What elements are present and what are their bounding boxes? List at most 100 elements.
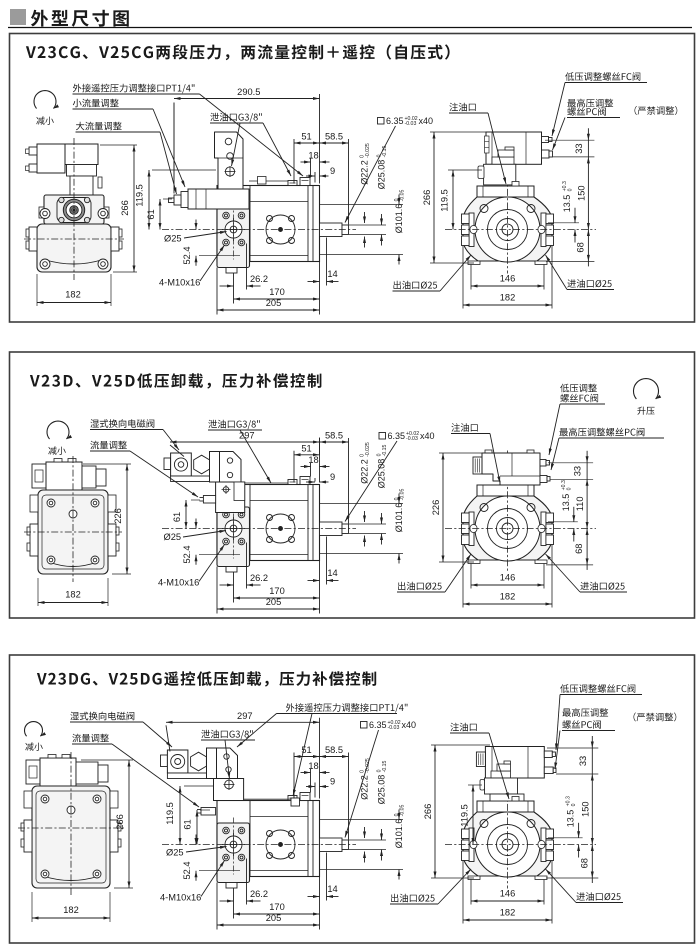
svg-text:9: 9 (330, 472, 335, 482)
svg-text:150: 150 (580, 801, 590, 817)
svg-text:26.2: 26.2 (250, 573, 268, 583)
svg-text:+0.02: +0.02 (388, 720, 401, 726)
svg-text:-0.025: -0.025 (365, 442, 371, 457)
svg-text:Ø101.6: Ø101.6 (394, 819, 404, 849)
svg-text:6.35: 6.35 (388, 431, 406, 441)
svg-text:-0.03: -0.03 (405, 121, 417, 127)
svg-text:0: 0 (394, 813, 400, 816)
svg-text:52.4: 52.4 (182, 545, 192, 563)
svg-text:0: 0 (377, 769, 383, 772)
svg-text:61: 61 (183, 819, 193, 829)
svg-text:182: 182 (500, 908, 516, 918)
svg-text:4-M10x16: 4-M10x16 (158, 578, 199, 588)
svg-text:58.5: 58.5 (325, 431, 343, 441)
svg-text:205: 205 (266, 913, 282, 923)
svg-text:119.5: 119.5 (460, 804, 470, 827)
svg-text:170: 170 (269, 902, 285, 912)
svg-text:146: 146 (500, 573, 516, 583)
svg-text:182: 182 (63, 905, 79, 915)
svg-text:205: 205 (266, 298, 282, 308)
svg-text:226: 226 (113, 508, 123, 524)
svg-text:-0.03: -0.03 (388, 725, 400, 731)
svg-text:Ø22.2: Ø22.2 (360, 459, 370, 484)
svg-text:266: 266 (115, 814, 125, 830)
svg-text:52.4: 52.4 (182, 246, 192, 264)
svg-text:13.5: 13.5 (562, 195, 572, 213)
svg-text:0: 0 (394, 497, 400, 500)
svg-text:297: 297 (237, 711, 253, 721)
svg-text:-0.15: -0.15 (382, 444, 388, 456)
svg-text:4-M10x16: 4-M10x16 (159, 278, 200, 288)
svg-text:51: 51 (301, 745, 311, 755)
svg-text:-0.05: -0.05 (400, 804, 406, 816)
svg-text:-0.05: -0.05 (400, 189, 406, 201)
svg-text:14: 14 (327, 884, 337, 894)
svg-text:+0.3: +0.3 (562, 181, 568, 191)
svg-text:x40: x40 (402, 720, 417, 730)
svg-text:14: 14 (327, 568, 337, 578)
svg-text:0: 0 (360, 454, 366, 457)
svg-text:33: 33 (573, 466, 583, 476)
svg-text:+0.02: +0.02 (406, 431, 419, 437)
svg-text:119.5: 119.5 (165, 802, 175, 825)
svg-text:-0.05: -0.05 (400, 488, 406, 500)
svg-text:68: 68 (575, 242, 585, 252)
svg-text:-0.03: -0.03 (406, 436, 418, 442)
svg-text:x40: x40 (420, 431, 435, 441)
svg-text:Ø25.08: Ø25.08 (377, 160, 387, 190)
svg-text:182: 182 (65, 590, 81, 600)
svg-text:170: 170 (269, 287, 285, 297)
svg-text:266: 266 (120, 200, 130, 216)
svg-text:0: 0 (566, 487, 572, 490)
svg-text:Ø25: Ø25 (166, 848, 184, 858)
svg-text:33: 33 (578, 756, 588, 766)
svg-text:51: 51 (301, 132, 311, 142)
svg-text:x40: x40 (419, 116, 434, 126)
svg-text:Ø22.2: Ø22.2 (360, 775, 370, 800)
svg-text:18: 18 (308, 761, 318, 771)
svg-text:58.5: 58.5 (325, 132, 343, 142)
svg-text:Ø101.6: Ø101.6 (394, 204, 404, 234)
svg-text:13.5: 13.5 (566, 810, 576, 828)
svg-text:4-M10x16: 4-M10x16 (160, 893, 201, 903)
svg-text:Ø25.08: Ø25.08 (377, 775, 387, 805)
svg-text:Ø25.08: Ø25.08 (377, 459, 387, 489)
svg-text:68: 68 (574, 544, 584, 554)
svg-text:51: 51 (301, 443, 311, 453)
svg-text:297: 297 (239, 431, 255, 441)
svg-text:18: 18 (308, 151, 318, 161)
svg-text:119.5: 119.5 (440, 189, 450, 212)
svg-text:266: 266 (423, 804, 433, 820)
svg-text:182: 182 (65, 290, 81, 300)
svg-text:Ø22.2: Ø22.2 (360, 160, 370, 185)
svg-text:Ø25: Ø25 (164, 532, 182, 542)
svg-text:150: 150 (576, 185, 586, 201)
svg-text:146: 146 (500, 274, 516, 284)
svg-text:-0.025: -0.025 (365, 758, 371, 773)
svg-text:+0.02: +0.02 (405, 116, 418, 122)
svg-text:170: 170 (269, 586, 285, 596)
svg-text:14: 14 (327, 269, 337, 279)
svg-text:-0.15: -0.15 (382, 760, 388, 772)
svg-text:-0.15: -0.15 (382, 145, 388, 157)
svg-text:0: 0 (360, 770, 366, 773)
svg-text:6.35: 6.35 (369, 720, 387, 730)
svg-text:205: 205 (266, 597, 282, 607)
svg-text:182: 182 (500, 293, 516, 303)
svg-text:33: 33 (574, 143, 584, 153)
svg-text:0: 0 (360, 155, 366, 158)
svg-text:61: 61 (146, 209, 156, 219)
svg-text:26.2: 26.2 (250, 889, 268, 899)
svg-text:58.5: 58.5 (325, 745, 343, 755)
svg-text:+0.3: +0.3 (561, 480, 567, 490)
svg-text:0: 0 (571, 803, 577, 806)
svg-text:182: 182 (500, 592, 516, 602)
svg-text:26.2: 26.2 (250, 274, 268, 284)
svg-text:Ø25: Ø25 (164, 234, 182, 244)
svg-text:0: 0 (568, 188, 574, 191)
svg-text:61: 61 (172, 512, 182, 522)
svg-text:146: 146 (500, 889, 516, 899)
svg-text:6.35: 6.35 (386, 116, 404, 126)
svg-text:290.5: 290.5 (237, 87, 260, 97)
svg-text:110: 110 (575, 496, 585, 511)
